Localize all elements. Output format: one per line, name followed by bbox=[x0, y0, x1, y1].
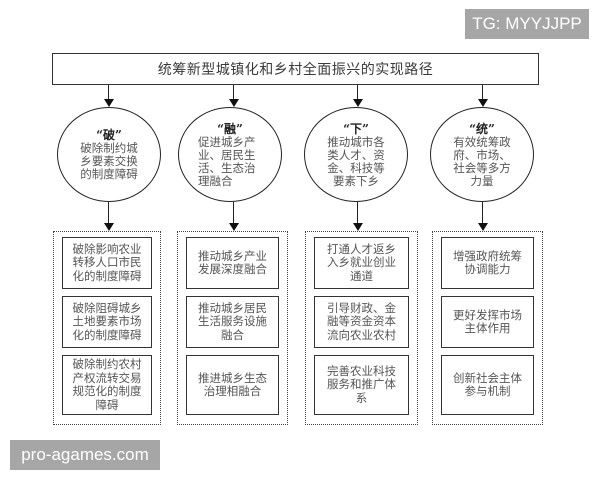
principle-desc: 破除制约城乡要素交换的制度障碍 bbox=[80, 141, 138, 181]
principle-ellipse: “统” 有效统筹政府、市场、社会等多方力量 bbox=[430, 107, 534, 202]
measure-text: 破除影响农业转移人口市民化的制度障碍 bbox=[72, 241, 142, 283]
watermark-site: pro-agames.com bbox=[10, 440, 160, 470]
measure-text: 打通人才返乡入乡就业创业通道 bbox=[327, 241, 396, 283]
principle-desc: 有效统筹政府、市场、社会等多方力量 bbox=[453, 134, 511, 188]
connector-line bbox=[357, 202, 358, 223]
measures-group: 增强政府统筹协调能力 更好发挥市场主体作用 创新社会主体参与机制 bbox=[432, 231, 543, 425]
measure-text: 引导财政、金融等资金资本流向农业农村 bbox=[327, 300, 396, 342]
connector-line bbox=[357, 85, 358, 99]
measure-box: 破除阻碍城乡土地要素市场化的制度障碍 bbox=[62, 296, 152, 348]
connector-line bbox=[233, 85, 234, 99]
principle-ellipse: “破” 破除制约城乡要素交换的制度障碍 bbox=[57, 107, 161, 202]
principle-ellipse: “融” 促进城乡产业、居民生活、生态治理融合 bbox=[178, 107, 282, 202]
principle-key: “融” bbox=[217, 121, 243, 136]
measure-text: 推动城乡产业发展深度融合 bbox=[198, 248, 267, 276]
connector-line bbox=[482, 85, 483, 99]
measure-text: 更好发挥市场主体作用 bbox=[453, 307, 522, 335]
measure-text: 创新社会主体参与机制 bbox=[453, 370, 522, 398]
arrow-down-icon bbox=[478, 223, 488, 231]
measure-box: 推动城乡居民生活服务设施融合 bbox=[186, 296, 279, 348]
connector-line bbox=[108, 202, 109, 223]
measure-box: 打通人才返乡入乡就业创业通道 bbox=[314, 237, 409, 289]
measure-box: 更好发挥市场主体作用 bbox=[441, 296, 534, 348]
connector-line bbox=[108, 85, 109, 99]
arrow-down-icon bbox=[229, 99, 239, 107]
watermark-tg: TG: MYYJJPP bbox=[465, 9, 589, 39]
measure-box: 引导财政、金融等资金资本流向农业农村 bbox=[314, 296, 409, 348]
arrow-down-icon bbox=[478, 99, 488, 107]
measure-box: 破除制约农村产权流转交易规范化的制度障碍 bbox=[62, 355, 152, 415]
principle-key: “破” bbox=[96, 128, 122, 142]
principle-ellipse: “下” 推动城市各类人才、资金、科技等要素下乡 bbox=[304, 107, 408, 202]
diagram-title: 统筹新型城镇化和乡村全面振兴的实现路径 bbox=[157, 62, 434, 78]
principle-desc: 推动城市各类人才、资金、科技等要素下乡 bbox=[327, 134, 385, 188]
measure-text: 推动城乡居民生活服务设施融合 bbox=[198, 300, 267, 342]
diagram-title-box: 统筹新型城镇化和乡村全面振兴的实现路径 bbox=[52, 53, 539, 85]
measure-box: 增强政府统筹协调能力 bbox=[441, 237, 534, 289]
measure-text: 破除制约农村产权流转交易规范化的制度障碍 bbox=[72, 357, 142, 412]
principle-key: “下” bbox=[343, 121, 369, 136]
arrow-down-icon bbox=[104, 223, 114, 231]
measure-text: 完善农业科技服务和推广体系 bbox=[327, 363, 396, 405]
measures-group: 破除影响农业转移人口市民化的制度障碍 破除阻碍城乡土地要素市场化的制度障碍 破除… bbox=[53, 231, 161, 425]
connector-line bbox=[233, 202, 234, 223]
measure-box: 推动城乡产业发展深度融合 bbox=[186, 237, 279, 289]
measure-box: 完善农业科技服务和推广体系 bbox=[314, 355, 409, 415]
measure-text: 破除阻碍城乡土地要素市场化的制度障碍 bbox=[72, 300, 142, 342]
measure-text: 增强政府统筹协调能力 bbox=[453, 248, 522, 276]
arrow-down-icon bbox=[104, 99, 114, 107]
arrow-down-icon bbox=[353, 223, 363, 231]
connector-line bbox=[482, 202, 483, 223]
measure-text: 推进城乡生态治理相融合 bbox=[198, 370, 267, 398]
measures-group: 推动城乡产业发展深度融合 推动城乡居民生活服务设施融合 推进城乡生态治理相融合 bbox=[177, 231, 288, 425]
arrow-down-icon bbox=[229, 223, 239, 231]
principle-key: “统” bbox=[469, 121, 495, 136]
measures-group: 打通人才返乡入乡就业创业通道 引导财政、金融等资金资本流向农业农村 完善农业科技… bbox=[305, 231, 418, 425]
measure-box: 破除影响农业转移人口市民化的制度障碍 bbox=[62, 237, 152, 289]
measure-box: 推进城乡生态治理相融合 bbox=[186, 355, 279, 415]
principle-desc: 促进城乡产业、居民生活、生态治理融合 bbox=[198, 134, 256, 188]
measure-box: 创新社会主体参与机制 bbox=[441, 355, 534, 415]
arrow-down-icon bbox=[353, 99, 363, 107]
